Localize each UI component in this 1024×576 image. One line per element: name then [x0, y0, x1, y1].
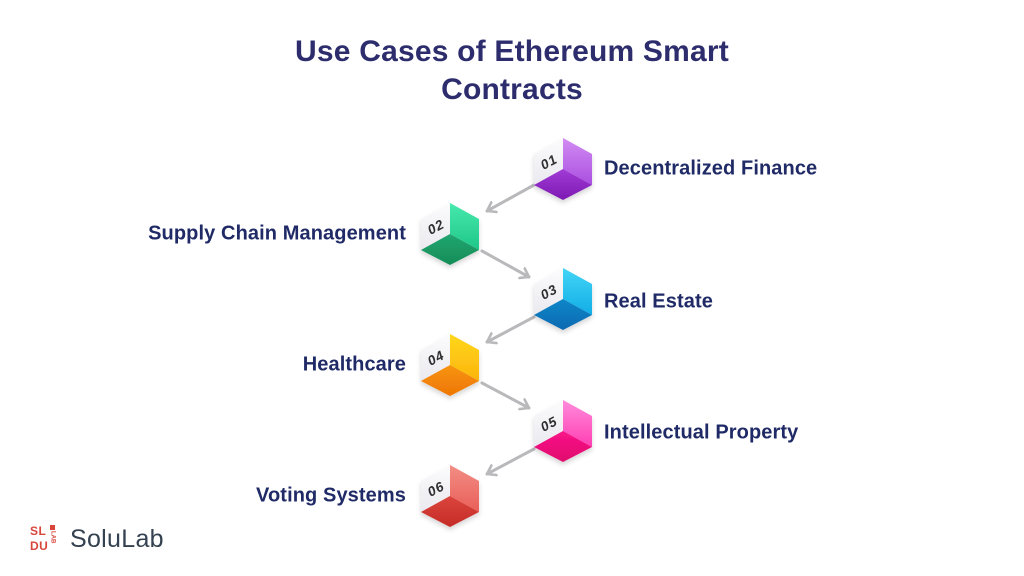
- cube-04-number-face: [421, 334, 450, 381]
- logo-mark-bottom-left: DU: [30, 539, 49, 553]
- connector-arrow-2-to-3: [480, 249, 531, 277]
- cube-05-dark-face: [534, 431, 592, 462]
- cube-06: [421, 465, 479, 527]
- cube-05-light-face: [563, 400, 592, 447]
- cube-06-dark-face: [421, 496, 479, 527]
- cube-01-number-face: [534, 138, 563, 185]
- cube-02: [421, 203, 479, 265]
- cube-01: [534, 138, 592, 200]
- item-label-real-estate: Real Estate: [604, 290, 713, 313]
- connector-arrow-4-to-5: [480, 381, 531, 408]
- cube-06-number-face: [421, 465, 450, 512]
- cube-01-dark-face: [534, 169, 592, 200]
- item-label-voting-systems: Voting Systems: [256, 484, 406, 507]
- connector-arrow-1-to-2: [485, 183, 536, 211]
- item-label-decentralized-finance: Decentralized Finance: [604, 157, 818, 180]
- cube-04: [421, 334, 479, 396]
- solulab-logo: SL DU LAB SoluLab: [30, 524, 164, 554]
- page-title-line-1: Use Cases of Ethereum Smart: [295, 35, 729, 68]
- logo-mark-top-left: SL: [30, 524, 47, 538]
- cube-03-dark-face: [534, 299, 592, 330]
- cube-04-light-face: [450, 334, 479, 381]
- cube-02-dark-face: [421, 234, 479, 265]
- cube-05-number-face: [534, 400, 563, 447]
- cube-01-light-face: [563, 138, 592, 185]
- item-label-healthcare: Healthcare: [302, 353, 406, 376]
- cube-03-number-face: [534, 268, 563, 315]
- cube-03: [534, 268, 592, 330]
- logo-mark-vertical-text: LAB: [49, 531, 56, 544]
- cube-05: [534, 400, 592, 462]
- logo-mark-square: [49, 525, 55, 530]
- cube-02-number-face: [421, 203, 450, 250]
- solulab-logo-text: SoluLab: [70, 524, 164, 553]
- cube-03-light-face: [563, 268, 592, 315]
- cube-06-light-face: [450, 465, 479, 512]
- page-title: Use Cases of Ethereum Smart Contracts: [0, 33, 1024, 109]
- connector-arrow-5-to-6: [485, 447, 536, 474]
- item-label-supply-chain-management: Supply Chain Management: [148, 222, 406, 245]
- item-label-intellectual-property: Intellectual Property: [604, 421, 799, 444]
- page-title-line-2: Contracts: [441, 73, 583, 106]
- cube-02-light-face: [450, 203, 479, 250]
- solulab-logo-icon: SL DU LAB: [30, 524, 61, 554]
- connector-arrow-3-to-4: [485, 315, 536, 342]
- cube-04-dark-face: [421, 365, 479, 396]
